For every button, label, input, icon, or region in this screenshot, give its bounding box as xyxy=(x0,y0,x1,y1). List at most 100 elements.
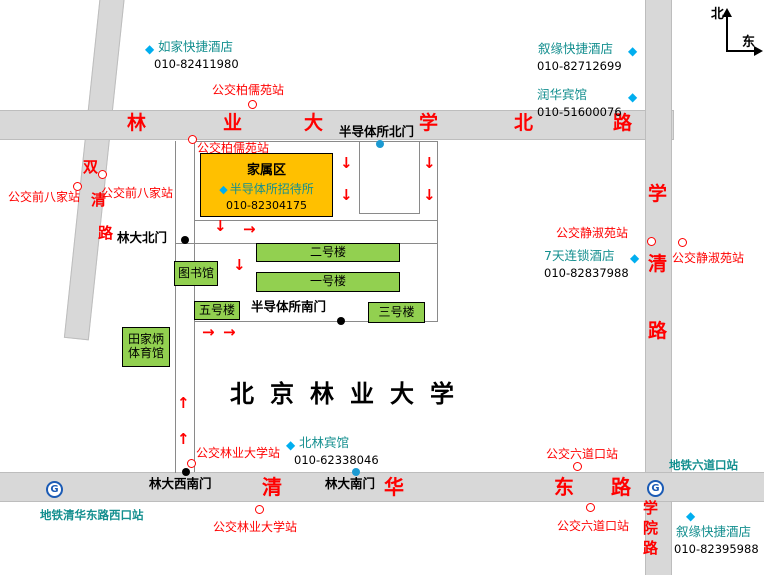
traffic-direction-arrow-icon: ↑ xyxy=(177,430,190,448)
road-name-char: 路 xyxy=(98,224,114,242)
gate-dot-icon xyxy=(182,468,190,476)
compound-outline xyxy=(194,141,438,322)
hotel-diamond-icon: ◆ xyxy=(145,42,155,56)
building-box: 五号楼 xyxy=(194,301,240,320)
road-name-char: 林 xyxy=(127,112,147,134)
bus-stop-label: 公交静淑苑站 xyxy=(556,226,629,240)
metro-station-label: 地铁清华东路西口站 xyxy=(40,508,144,522)
hotel-name: 叙缘快捷酒店 xyxy=(538,41,614,56)
inner-block-outline xyxy=(359,141,420,214)
traffic-direction-arrow-icon: → xyxy=(243,220,256,238)
campus-road-line xyxy=(175,141,176,473)
compass: 北 东 xyxy=(700,0,764,62)
building-box: 一号楼 xyxy=(256,272,400,292)
residential-hotel-name: ◆半导体所招待所 xyxy=(219,180,313,197)
hotel-name: 叙缘快捷酒店 xyxy=(676,524,752,539)
metro-logo-icon: G xyxy=(647,480,664,497)
road-name-char: 路 xyxy=(648,320,668,342)
hotel-diamond-icon: ◆ xyxy=(686,509,696,523)
hotel-name: 北林宾馆 xyxy=(299,435,350,450)
bus-stop-icon xyxy=(188,135,197,144)
bus-stop-icon xyxy=(73,182,82,191)
bus-stop-label: 公交六道口站 xyxy=(546,447,619,461)
traffic-direction-arrow-icon: ↓ xyxy=(233,256,246,274)
road-name-char: 学 xyxy=(643,499,659,517)
bus-stop-icon xyxy=(255,505,264,514)
gate-dot-icon xyxy=(352,468,360,476)
road-name-char: 清 xyxy=(648,253,668,275)
compass-north-arrowhead-icon xyxy=(722,8,732,17)
campus-title: 北京林业大学 xyxy=(230,380,470,408)
metro-logo-icon: G xyxy=(46,481,63,498)
road-south xyxy=(0,472,764,502)
bus-stop-label: 公交静淑苑站 xyxy=(672,251,745,265)
traffic-direction-arrow-icon: ↓ xyxy=(423,186,436,204)
traffic-direction-arrow-icon: ↓ xyxy=(340,186,353,204)
road-name-char: 双 xyxy=(83,158,99,176)
hotel-name: 7天连锁酒店 xyxy=(544,248,615,263)
bus-stop-label: 公交柏儒苑站 xyxy=(197,141,270,155)
compass-north-arrow xyxy=(726,16,728,52)
compass-east-arrowhead-icon xyxy=(754,46,763,56)
road-name-char: 北 xyxy=(514,112,534,134)
road-name-char: 学 xyxy=(419,112,439,134)
bus-stop-label: 公交六道口站 xyxy=(557,519,630,533)
road-name-char: 大 xyxy=(304,112,324,134)
road-name-char: 清 xyxy=(91,191,107,209)
bus-stop-icon xyxy=(678,238,687,247)
traffic-direction-arrow-icon: ↑ xyxy=(177,394,190,412)
campus-road-line xyxy=(194,220,438,221)
hotel-diamond-icon: ◆ xyxy=(630,251,640,265)
gate-dot-icon xyxy=(376,140,384,148)
road-name-char: 东 xyxy=(554,475,574,499)
bus-stop-icon xyxy=(187,459,196,468)
traffic-direction-arrow-icon: ↓ xyxy=(423,154,436,172)
building-box: 图书馆 xyxy=(174,261,218,286)
residential-area-box: 家属区 ◆半导体所招待所 010-82304175 xyxy=(200,153,333,217)
road-name-char: 清 xyxy=(262,475,282,499)
hotel-name: 如家快捷酒店 xyxy=(158,39,234,54)
traffic-direction-arrow-icon: → xyxy=(223,323,236,341)
bus-stop-label: 公交林业大学站 xyxy=(213,520,298,534)
road-name-char: 华 xyxy=(384,475,404,499)
road-name-char: 业 xyxy=(223,112,243,134)
gate-label: 半导体所南门 xyxy=(251,299,327,314)
bus-stop-icon xyxy=(98,170,107,179)
gate-label: 林大北门 xyxy=(117,230,168,245)
bus-stop-icon xyxy=(248,100,257,109)
hotel-diamond-icon: ◆ xyxy=(628,44,638,58)
hotel-name: 润华宾馆 xyxy=(537,87,588,102)
residential-title: 家属区 xyxy=(246,162,286,178)
bus-stop-icon xyxy=(647,237,656,246)
traffic-direction-arrow-icon: ↓ xyxy=(214,217,227,235)
traffic-direction-arrow-icon: → xyxy=(202,323,215,341)
bus-stop-icon xyxy=(573,462,582,471)
hotel-phone: 010-51600076 xyxy=(537,105,622,119)
road-name-char: 学 xyxy=(648,183,668,205)
hotel-phone: 010-82837988 xyxy=(544,266,629,280)
hotel-phone: 010-62338046 xyxy=(294,453,379,467)
road-name-char: 路 xyxy=(611,475,631,499)
compass-east-arrow xyxy=(726,50,756,52)
compass-east-label: 东 xyxy=(742,35,756,50)
building-box: 三号楼 xyxy=(368,302,425,323)
hotel-phone: 010-82395988 xyxy=(674,542,759,556)
building-box: 二号楼 xyxy=(256,243,400,262)
hotel-diamond-icon: ◆ xyxy=(219,182,228,196)
bus-stop-icon xyxy=(586,503,595,512)
gate-label: 林大西南门 xyxy=(149,476,212,491)
traffic-direction-arrow-icon: ↓ xyxy=(340,154,353,172)
residential-hotel-phone: 010-82304175 xyxy=(226,198,307,212)
bus-stop-label: 公交柏儒苑站 xyxy=(212,83,285,97)
road-north xyxy=(0,110,674,140)
bus-stop-label: 公交前八家站 xyxy=(101,186,174,200)
compass-north-label: 北 xyxy=(711,7,725,22)
campus-road-line xyxy=(194,322,195,472)
hotel-phone: 010-82411980 xyxy=(154,57,239,71)
gate-label: 半导体所北门 xyxy=(339,124,415,139)
gate-label: 林大南门 xyxy=(325,476,376,491)
building-box: 田家炳体育馆 xyxy=(122,327,170,367)
gate-dot-icon xyxy=(181,236,189,244)
bus-stop-label: 公交林业大学站 xyxy=(196,446,281,460)
